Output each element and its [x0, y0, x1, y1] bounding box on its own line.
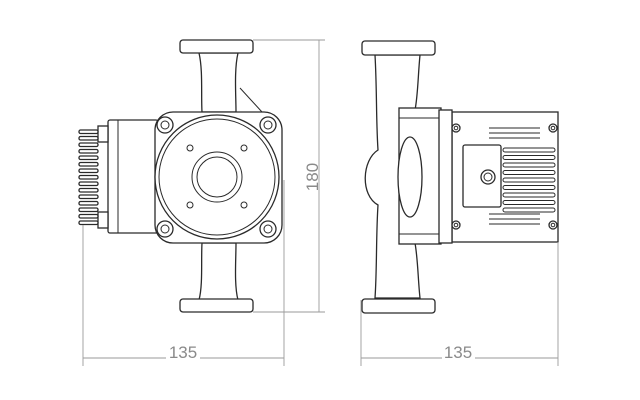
motor-fin: [502, 192, 556, 198]
bolt-head: [263, 224, 273, 234]
shaft-ring-inner: [196, 156, 238, 198]
front-view: [78, 39, 283, 313]
fin: [78, 168, 99, 174]
motor-fin: [502, 162, 556, 168]
bolt-head: [550, 222, 556, 228]
mount-hole: [240, 201, 248, 209]
motor-fin: [502, 170, 556, 175]
fin: [78, 174, 99, 180]
bolt: [548, 123, 558, 133]
motor-fin: [502, 147, 556, 153]
mount-hole: [186, 201, 194, 209]
fin: [78, 135, 99, 141]
motor-fin: [502, 155, 556, 160]
top-neck: [198, 52, 239, 113]
fin: [78, 155, 99, 161]
dimension-side-width: 135: [360, 242, 559, 366]
fin: [78, 148, 99, 154]
bolt: [451, 220, 461, 230]
bolt-head: [160, 224, 170, 234]
motor-flange-plate: [438, 109, 453, 244]
mount-hole: [240, 144, 248, 152]
fin: [78, 220, 99, 226]
side-bottom-flange: [361, 298, 436, 314]
motor-fins: [489, 127, 556, 225]
cooling-fins: [78, 129, 99, 226]
bolt: [259, 116, 277, 134]
fin: [78, 207, 99, 213]
height-dimension-label: 180: [303, 163, 322, 191]
front-width-dimension-label: 135: [169, 343, 197, 362]
fin: [78, 213, 99, 219]
housing-bolts: [156, 116, 277, 238]
bolt-head: [453, 222, 459, 228]
motor-fin: [502, 177, 556, 183]
bottom-neck: [198, 242, 239, 301]
bottom-flange: [179, 298, 254, 313]
motor-face: [154, 114, 280, 240]
fin: [78, 142, 99, 148]
motor-bolts: [451, 123, 558, 230]
mount-holes: [186, 144, 248, 209]
fin: [78, 129, 99, 135]
terminal-box: [78, 119, 159, 234]
volute-window: [397, 136, 423, 218]
shaft-ring-outer: [191, 151, 243, 203]
dimension-front-width: 135: [82, 180, 285, 366]
motor-fin: [502, 207, 556, 213]
side-width-dimension-label: 135: [444, 343, 472, 362]
motor-fin: [502, 200, 556, 205]
top-flange: [179, 39, 254, 54]
bolt: [548, 220, 558, 230]
motor-fin: [502, 185, 556, 190]
mount-hole: [186, 144, 194, 152]
dimension-height: 180: [253, 39, 325, 313]
fin: [78, 161, 99, 167]
bolt-head: [263, 120, 273, 130]
vent-screw: [480, 169, 496, 185]
side-view: [361, 40, 559, 314]
bolt-head: [550, 125, 556, 131]
bolt: [156, 116, 174, 134]
fin: [78, 181, 99, 187]
bolt-head: [160, 120, 170, 130]
fin: [78, 200, 99, 206]
bolt: [156, 220, 174, 238]
bolt: [259, 220, 277, 238]
fin: [78, 187, 99, 193]
bolt-head: [453, 125, 459, 131]
side-top-flange: [361, 40, 436, 56]
fin: [78, 194, 99, 200]
bolt: [451, 123, 461, 133]
